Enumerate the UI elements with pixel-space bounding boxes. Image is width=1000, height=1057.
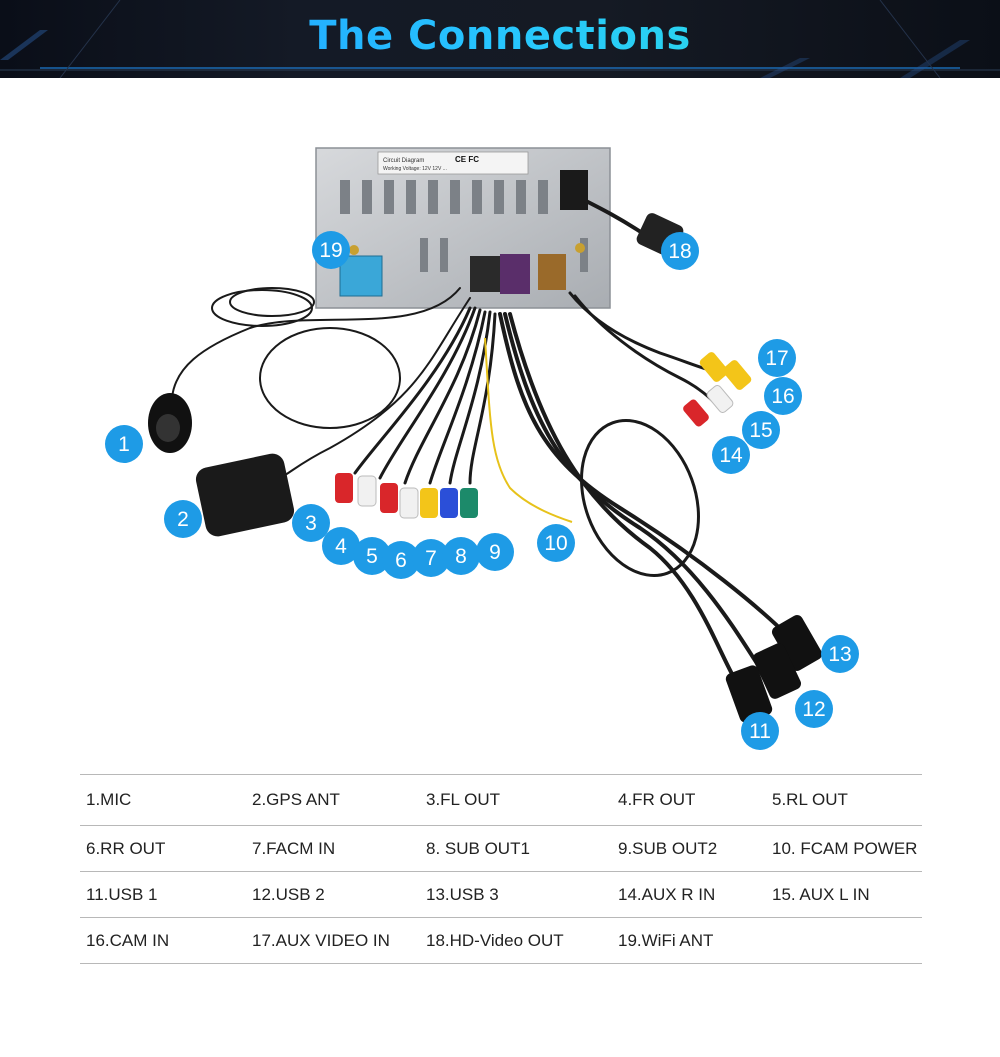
svg-text:1: 1 bbox=[118, 433, 130, 456]
legend-row: 6.RR OUT 7.FACM IN 8. SUB OUT1 9.SUB OUT… bbox=[80, 825, 922, 872]
callout-8: 8 bbox=[442, 537, 480, 575]
sticker-voltage: Working Voltage: 12V 12V ... bbox=[383, 166, 447, 172]
legend-cell: 19.WiFi ANT bbox=[612, 917, 766, 964]
legend-cell: 18.HD-Video OUT bbox=[420, 917, 612, 964]
cert-marks: CE FC bbox=[455, 155, 479, 164]
callout-17: 17 bbox=[758, 339, 796, 377]
svg-text:12: 12 bbox=[802, 698, 825, 721]
legend-row: 16.CAM IN 17.AUX VIDEO IN 18.HD-Video OU… bbox=[80, 917, 922, 964]
callout-1: 1 bbox=[105, 425, 143, 463]
callout-14: 14 bbox=[712, 436, 750, 474]
callout-5: 5 bbox=[353, 537, 391, 575]
usb-plugs bbox=[725, 615, 823, 723]
connection-diagram: Circuit Diagram Working Voltage: 12V 12V… bbox=[105, 147, 859, 750]
legend-cell: 15. AUX L IN bbox=[766, 871, 922, 918]
sticker-title: Circuit Diagram bbox=[383, 158, 424, 164]
head-unit: Circuit Diagram Working Voltage: 12V 12V… bbox=[315, 147, 611, 309]
svg-text:5: 5 bbox=[366, 545, 378, 568]
gps-antenna bbox=[195, 453, 295, 537]
header-banner: The Connections bbox=[0, 0, 1000, 78]
legend-cell: 7.FACM IN bbox=[246, 825, 420, 872]
legend-cell: 3.FL OUT bbox=[420, 774, 612, 826]
callout-11: 11 bbox=[741, 712, 779, 750]
legend-cell: 10. FCAM POWER bbox=[766, 825, 922, 872]
svg-text:8: 8 bbox=[455, 545, 467, 568]
svg-text:13: 13 bbox=[828, 643, 851, 666]
callout-19: 19 bbox=[312, 231, 350, 269]
svg-text:10: 10 bbox=[544, 532, 567, 555]
legend-cell: 17.AUX VIDEO IN bbox=[246, 917, 420, 964]
svg-text:9: 9 bbox=[489, 541, 501, 564]
callout-18: 18 bbox=[661, 232, 699, 270]
legend-cell: 4.FR OUT bbox=[612, 774, 766, 826]
legend-cell: 1.MIC bbox=[80, 774, 246, 826]
legend-row: 1.MIC 2.GPS ANT 3.FL OUT 4.FR OUT 5.RL O… bbox=[80, 774, 922, 826]
svg-text:4: 4 bbox=[335, 535, 347, 558]
callout-10: 10 bbox=[537, 524, 575, 562]
svg-text:15: 15 bbox=[749, 419, 772, 442]
callout-3: 3 bbox=[292, 504, 330, 542]
svg-text:16: 16 bbox=[771, 385, 794, 408]
connections-legend: 1.MIC 2.GPS ANT 3.FL OUT 4.FR OUT 5.RL O… bbox=[80, 774, 922, 964]
svg-text:17: 17 bbox=[765, 347, 788, 370]
rca-plugs bbox=[335, 473, 478, 519]
legend-cell: 14.AUX R IN bbox=[612, 871, 766, 918]
legend-cell: 2.GPS ANT bbox=[246, 774, 420, 826]
svg-text:11: 11 bbox=[749, 720, 771, 743]
svg-text:2: 2 bbox=[177, 508, 189, 531]
mic-device bbox=[148, 393, 192, 453]
legend-cell: 9.SUB OUT2 bbox=[612, 825, 766, 872]
callout-badges: 1 2 3 4 5 6 7 8 9 10 11 12 13 14 15 16 1… bbox=[105, 231, 859, 750]
callout-13: 13 bbox=[821, 635, 859, 673]
callout-15: 15 bbox=[742, 411, 780, 449]
callout-7: 7 bbox=[412, 539, 450, 577]
legend-cell: 8. SUB OUT1 bbox=[420, 825, 612, 872]
legend-cell: 16.CAM IN bbox=[80, 917, 246, 964]
callout-2: 2 bbox=[164, 500, 202, 538]
page-title: The Connections bbox=[0, 0, 1000, 72]
svg-text:18: 18 bbox=[668, 240, 691, 263]
callout-4: 4 bbox=[322, 527, 360, 565]
svg-text:6: 6 bbox=[395, 549, 407, 572]
legend-cell: 11.USB 1 bbox=[80, 871, 246, 918]
svg-text:19: 19 bbox=[319, 239, 342, 262]
svg-text:7: 7 bbox=[425, 547, 437, 570]
legend-cell: 13.USB 3 bbox=[420, 871, 612, 918]
legend-cell: 5.RL OUT bbox=[766, 774, 922, 826]
aux-plugs bbox=[683, 352, 752, 427]
legend-cell: 12.USB 2 bbox=[246, 871, 420, 918]
legend-row: 11.USB 1 12.USB 2 13.USB 3 14.AUX R IN 1… bbox=[80, 871, 922, 918]
legend-cell: 6.RR OUT bbox=[80, 825, 246, 872]
legend-cell bbox=[766, 917, 922, 964]
svg-text:3: 3 bbox=[305, 512, 317, 535]
callout-12: 12 bbox=[795, 690, 833, 728]
callout-9: 9 bbox=[476, 533, 514, 571]
callout-6: 6 bbox=[382, 541, 420, 579]
banner-decoration bbox=[0, 0, 1000, 78]
callout-16: 16 bbox=[764, 377, 802, 415]
svg-text:14: 14 bbox=[719, 444, 743, 467]
fcam-power-wire bbox=[484, 337, 573, 523]
